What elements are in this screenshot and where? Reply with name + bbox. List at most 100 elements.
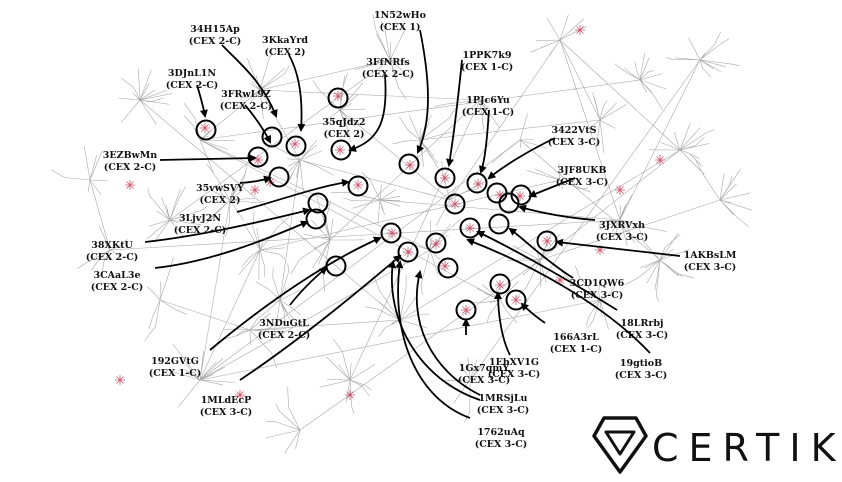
annotation-arrow — [520, 302, 546, 324]
address-text: 1MLdEcP — [201, 395, 252, 406]
highlight-circle — [261, 126, 283, 148]
annotation-arrow — [395, 260, 471, 419]
graph-node-cluster — [333, 91, 343, 101]
annotation-arrow — [196, 84, 208, 118]
cex-tag-text: (CEX 2) — [264, 47, 305, 58]
cex-tag-text: (CEX 3-C) — [571, 290, 624, 301]
highlight-circle — [247, 146, 269, 168]
annotation-arrow — [476, 230, 618, 311]
annotation-arrow — [487, 137, 556, 180]
graph-node-cluster — [440, 261, 450, 271]
graph-node-cluster — [200, 123, 210, 133]
annotation-label: 35vwSVY(CEX 2) — [196, 183, 244, 206]
annotation-label: 18LRrbj(CEX 3-C) — [616, 318, 669, 341]
cex-tag-text: (CEX 2) — [199, 195, 240, 206]
cex-tag-text: (CEX 1-C) — [461, 62, 514, 73]
cex-tag-text: (CEX 2-C) — [86, 252, 139, 263]
graph-node-cluster — [473, 179, 483, 189]
address-text: 3EZBwMn — [103, 150, 158, 161]
annotation-arrow — [209, 236, 382, 351]
highlight-circle — [307, 192, 329, 214]
cex-tag-text: (CEX 1) — [379, 22, 420, 33]
graph-node-cluster — [542, 236, 552, 246]
address-text: 3FfNRfs — [366, 57, 409, 68]
address-text: 166A3rL — [553, 332, 599, 343]
graph-node-cluster — [615, 185, 625, 195]
address-text: 35vwSVY — [196, 183, 244, 194]
annotation-arrow — [236, 178, 350, 213]
annotation-arrows — [144, 29, 681, 419]
certik-logo: CERTIK — [592, 416, 842, 474]
graph-node-cluster — [511, 295, 521, 305]
highlight-circles — [195, 87, 558, 321]
cex-tag-text: (CEX 3-C) — [488, 369, 541, 380]
cex-tag-text: (CEX 2-C) — [166, 80, 219, 91]
annotation-label: 3FRwL9Z(CEX 2-C) — [220, 89, 273, 112]
highlight-circle — [459, 217, 481, 239]
cex-tag-text: (CEX 1-C) — [149, 368, 202, 379]
graph-node-cluster — [515, 191, 525, 201]
graph-node-cluster — [253, 155, 263, 165]
cex-tag-text: (CEX 3-C) — [596, 232, 649, 243]
cex-tag-text: (CEX 3-C) — [477, 405, 530, 416]
address-text: 1N52wHo — [374, 10, 426, 21]
annotation-arrow — [555, 238, 681, 257]
graph-node-cluster — [290, 139, 300, 149]
graph-node-cluster — [495, 280, 505, 290]
highlight-circle — [498, 192, 520, 214]
graph-node-cluster — [403, 247, 413, 257]
annotation-labels: 34H15Ap(CEX 2-C)3KkaYrd(CEX 2)1N52wHo(CE… — [86, 10, 737, 450]
address-text: 19gtioB — [620, 358, 662, 369]
cex-tag-text: (CEX 2-C) — [220, 101, 273, 112]
graph-node-cluster — [555, 275, 565, 285]
address-text: 3JXRVxh — [599, 220, 645, 231]
cex-tag-text: (CEX 3-C) — [616, 330, 669, 341]
annotation-arrow — [159, 154, 257, 163]
graph-node-cluster — [461, 305, 471, 315]
highlight-circle — [327, 87, 349, 109]
graph-node-cluster — [235, 390, 245, 400]
annotation-label: 1EbXV1G(CEX 3-C) — [488, 357, 541, 380]
address-text: 3LjvJ2N — [179, 213, 221, 224]
cex-tag-text: (CEX 1-C) — [462, 107, 515, 118]
highlight-circle — [437, 257, 459, 279]
annotation-label: 3JF8UKB(CEX 3-C) — [556, 165, 609, 188]
annotation-label: 3EZBwMn(CEX 2-C) — [103, 150, 158, 173]
annotation-label: 34H15Ap(CEX 2-C) — [189, 24, 242, 47]
graph-node-cluster — [335, 145, 345, 155]
address-text: 3JF8UKB — [557, 165, 606, 176]
annotation-arrow — [494, 291, 511, 356]
annotation-arrow — [288, 54, 306, 132]
address-text: 1PPK7k9 — [463, 50, 512, 61]
highlight-circle — [305, 208, 327, 230]
graph-node-cluster — [655, 155, 665, 165]
cex-tag-text: (CEX 2) — [323, 129, 364, 140]
cex-tag-text: (CEX 3-C) — [200, 407, 253, 418]
cex-tag-text: (CEX 2-C) — [104, 162, 157, 173]
annotation-label: 38XKtU(CEX 2-C) — [86, 240, 139, 263]
graph-node-cluster — [431, 239, 441, 249]
cex-tag-text: (CEX 3-C) — [475, 439, 528, 450]
address-text: 3422VtS — [551, 125, 596, 136]
address-text: 1EbXV1G — [489, 357, 539, 368]
highlight-circle — [380, 222, 402, 244]
annotation-label: 192GVtG(CEX 1-C) — [149, 356, 202, 379]
annotation-label: 3JXRVxh(CEX 3-C) — [596, 220, 649, 243]
annotation-arrow — [518, 204, 596, 221]
address-text: 3DJnL1N — [168, 68, 217, 79]
annotation-label: 3CAaL3e(CEX 2-C) — [91, 270, 144, 293]
graph-node-cluster — [353, 180, 363, 190]
annotation-label: 19gtioB(CEX 3-C) — [615, 358, 668, 381]
annotation-arrow — [508, 227, 574, 279]
cex-tag-text: (CEX 3-C) — [458, 375, 511, 386]
address-text: 35qJdz2 — [322, 117, 365, 128]
graph-node-cluster — [387, 228, 397, 238]
annotation-arrow — [388, 260, 481, 401]
certik-wordmark: CERTIK — [652, 426, 842, 470]
highlight-circle — [268, 166, 290, 188]
annotation-arrow — [414, 270, 481, 396]
address-text: 3FRwL9Z — [221, 89, 271, 100]
highlight-circle — [195, 119, 217, 141]
graph-node-cluster — [115, 375, 125, 385]
